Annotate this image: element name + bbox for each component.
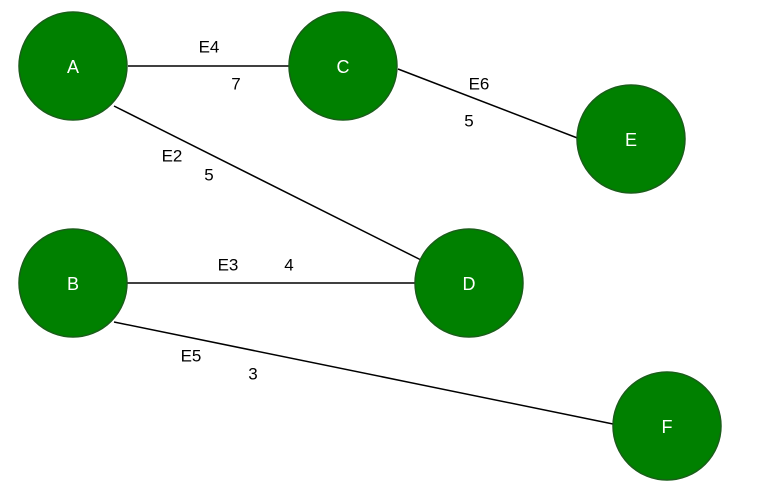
- node-d-label: D: [463, 274, 476, 294]
- edge-weight-e2: 5: [204, 166, 213, 185]
- node-f-circle: [612, 371, 722, 481]
- edge-line-e6: [397, 68, 581, 140]
- node-a-circle: [18, 11, 128, 121]
- node-f-label: F: [662, 417, 673, 437]
- node-c-label: C: [337, 57, 350, 77]
- node-d-circle: [414, 228, 524, 338]
- node-b-label: B: [67, 274, 79, 294]
- node-c: C: [288, 11, 398, 121]
- edges: [113, 65, 614, 425]
- edge-label-e2: E2: [162, 147, 183, 166]
- node-e-circle: [576, 84, 686, 194]
- node-e: E: [576, 84, 686, 194]
- edge-label-e4: E4: [199, 38, 220, 57]
- node-b: B: [18, 228, 128, 338]
- edge-line-e5: [113, 321, 614, 425]
- edge-labels: E4 7 E2 5 E6 5 E3 4 E5 3: [162, 38, 490, 384]
- node-e-label: E: [625, 130, 637, 150]
- edge-label-e5: E5: [181, 347, 202, 366]
- edge-label-e6: E6: [469, 75, 490, 94]
- nodes: A B C D E F: [18, 11, 722, 481]
- edge-weight-e4: 7: [231, 75, 240, 94]
- node-b-circle: [18, 228, 128, 338]
- node-a-label: A: [67, 57, 79, 77]
- edge-weight-e6: 5: [464, 112, 473, 131]
- node-f: F: [612, 371, 722, 481]
- node-c-circle: [288, 11, 398, 121]
- edge-weight-e5: 3: [248, 365, 257, 384]
- edge-line-e2: [113, 105, 424, 262]
- node-d: D: [414, 228, 524, 338]
- edge-label-e3: E3: [218, 256, 239, 275]
- node-a: A: [18, 11, 128, 121]
- edge-weight-e3: 4: [284, 256, 293, 275]
